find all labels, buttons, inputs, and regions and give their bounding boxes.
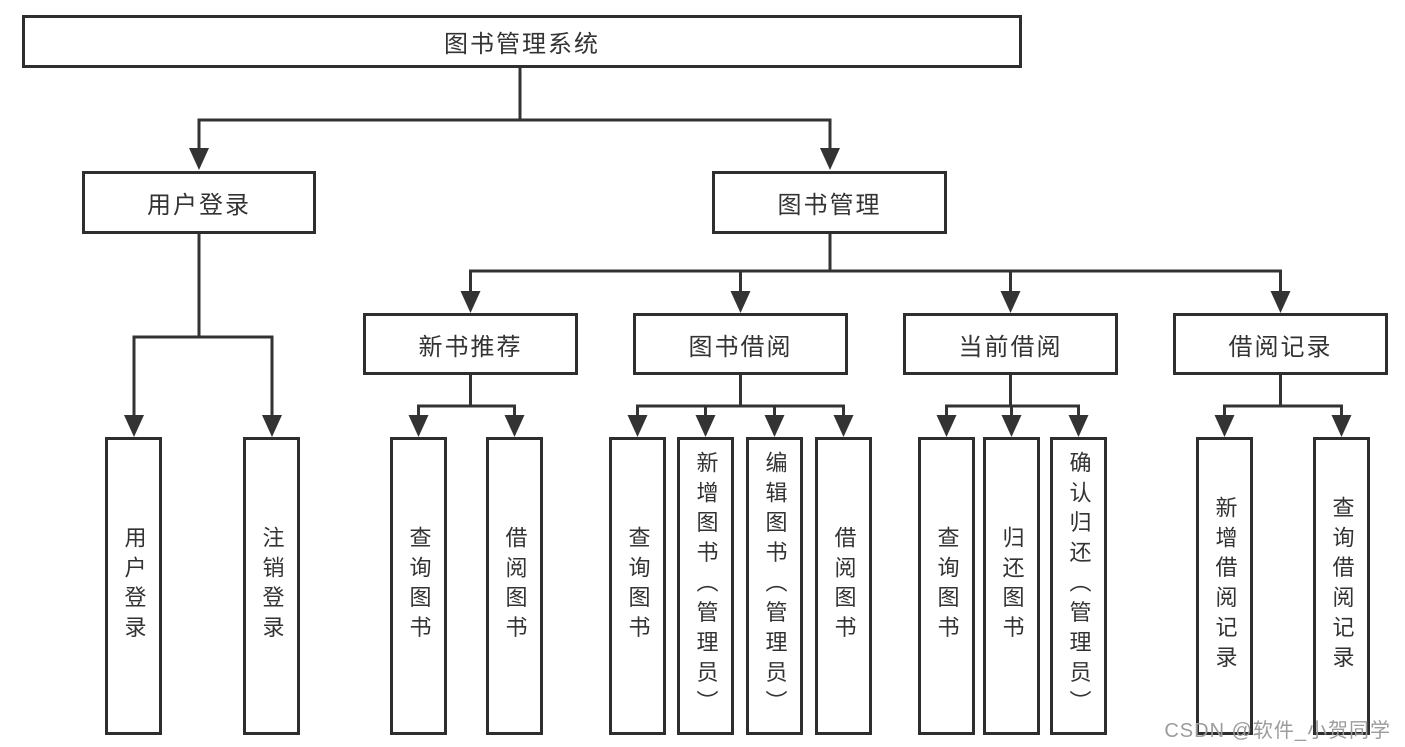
leaf-add-books-admin: 新增图书（管理员） bbox=[677, 437, 734, 735]
node-label: 借阅记录 bbox=[1228, 333, 1333, 361]
arrowhead-icon bbox=[262, 415, 282, 437]
node-label: 新书推荐 bbox=[418, 333, 523, 361]
connector-book-management-to-level3 bbox=[460, 234, 1291, 313]
arrowhead-icon bbox=[936, 415, 957, 437]
node-label: 用户登录 bbox=[121, 526, 147, 646]
leaf-return-books: 归还图书 bbox=[983, 437, 1040, 735]
arrowhead-icon bbox=[124, 415, 144, 437]
leaf-query-books-borrowing: 查询图书 bbox=[609, 437, 666, 735]
node-new-book-recommend: 新书推荐 bbox=[363, 313, 578, 375]
arrowhead-icon bbox=[820, 148, 840, 170]
arrowhead-icon bbox=[833, 415, 854, 437]
arrowhead-icon bbox=[764, 415, 785, 437]
node-book-management: 图书管理 bbox=[712, 171, 947, 234]
node-label: 查询图书 bbox=[406, 526, 432, 646]
arrowhead-icon bbox=[460, 291, 481, 313]
leaf-borrow-books-recommend: 借阅图书 bbox=[486, 437, 543, 735]
arrowhead-icon bbox=[504, 415, 525, 437]
arrowhead-icon bbox=[1214, 415, 1235, 437]
node-label: 查询图书 bbox=[625, 526, 651, 646]
connector-user-login-to-children bbox=[124, 234, 282, 437]
node-label: 确认归还（管理员） bbox=[1066, 451, 1092, 721]
node-label: 图书借阅 bbox=[688, 333, 793, 361]
node-label: 当前借阅 bbox=[958, 333, 1063, 361]
arrowhead-icon bbox=[408, 415, 429, 437]
node-current-borrowing: 当前借阅 bbox=[903, 313, 1118, 375]
node-label: 图书管理 bbox=[777, 192, 882, 219]
node-label: 新增图书（管理员） bbox=[693, 451, 719, 721]
leaf-query-books-recommend: 查询图书 bbox=[390, 437, 447, 735]
arrowhead-icon bbox=[1331, 415, 1352, 437]
arrowhead-icon bbox=[730, 291, 751, 313]
leaf-edit-books-admin: 编辑图书（管理员） bbox=[746, 437, 803, 735]
csdn-watermark: CSDN @软件_小贺同学 bbox=[1164, 720, 1391, 742]
node-label: 借阅图书 bbox=[502, 526, 528, 646]
node-label: 新增借阅记录 bbox=[1212, 496, 1238, 676]
connector-borrowing-records-to-children bbox=[1214, 375, 1352, 437]
node-label: 用户登录 bbox=[147, 192, 251, 219]
connector-new-book-recommend-to-children bbox=[408, 375, 525, 437]
leaf-user-login: 用户登录 bbox=[105, 437, 162, 735]
leaf-query-books-current: 查询图书 bbox=[918, 437, 975, 735]
node-borrowing-records: 借阅记录 bbox=[1173, 313, 1388, 375]
connector-root-to-level2 bbox=[189, 68, 840, 170]
node-label: 借阅图书 bbox=[831, 526, 857, 646]
connector-book-borrowing-to-children bbox=[627, 375, 854, 437]
node-library-management-system: 图书管理系统 bbox=[22, 15, 1022, 68]
leaf-logout: 注销登录 bbox=[243, 437, 300, 735]
node-label: 归还图书 bbox=[999, 526, 1025, 646]
leaf-add-borrow-record: 新增借阅记录 bbox=[1196, 437, 1253, 735]
leaf-confirm-return-admin: 确认归还（管理员） bbox=[1050, 437, 1107, 735]
node-label: 图书管理系统 bbox=[444, 31, 600, 58]
node-user-login: 用户登录 bbox=[82, 171, 316, 234]
arrowhead-icon bbox=[627, 415, 648, 437]
node-label: 编辑图书（管理员） bbox=[762, 451, 788, 721]
arrowhead-icon bbox=[1270, 291, 1291, 313]
leaf-borrow-books-borrowing: 借阅图书 bbox=[815, 437, 872, 735]
connector-current-borrowing-to-children bbox=[936, 375, 1089, 437]
node-label: 查询借阅记录 bbox=[1329, 496, 1355, 676]
node-book-borrowing: 图书借阅 bbox=[633, 313, 848, 375]
arrowhead-icon bbox=[189, 148, 209, 170]
leaf-query-borrow-record: 查询借阅记录 bbox=[1313, 437, 1370, 735]
arrowhead-icon bbox=[695, 415, 716, 437]
arrowhead-icon bbox=[1068, 415, 1089, 437]
arrowhead-icon bbox=[1000, 291, 1021, 313]
node-label: 注销登录 bbox=[259, 526, 285, 646]
node-label: 查询图书 bbox=[934, 526, 960, 646]
arrowhead-icon bbox=[1001, 415, 1022, 437]
